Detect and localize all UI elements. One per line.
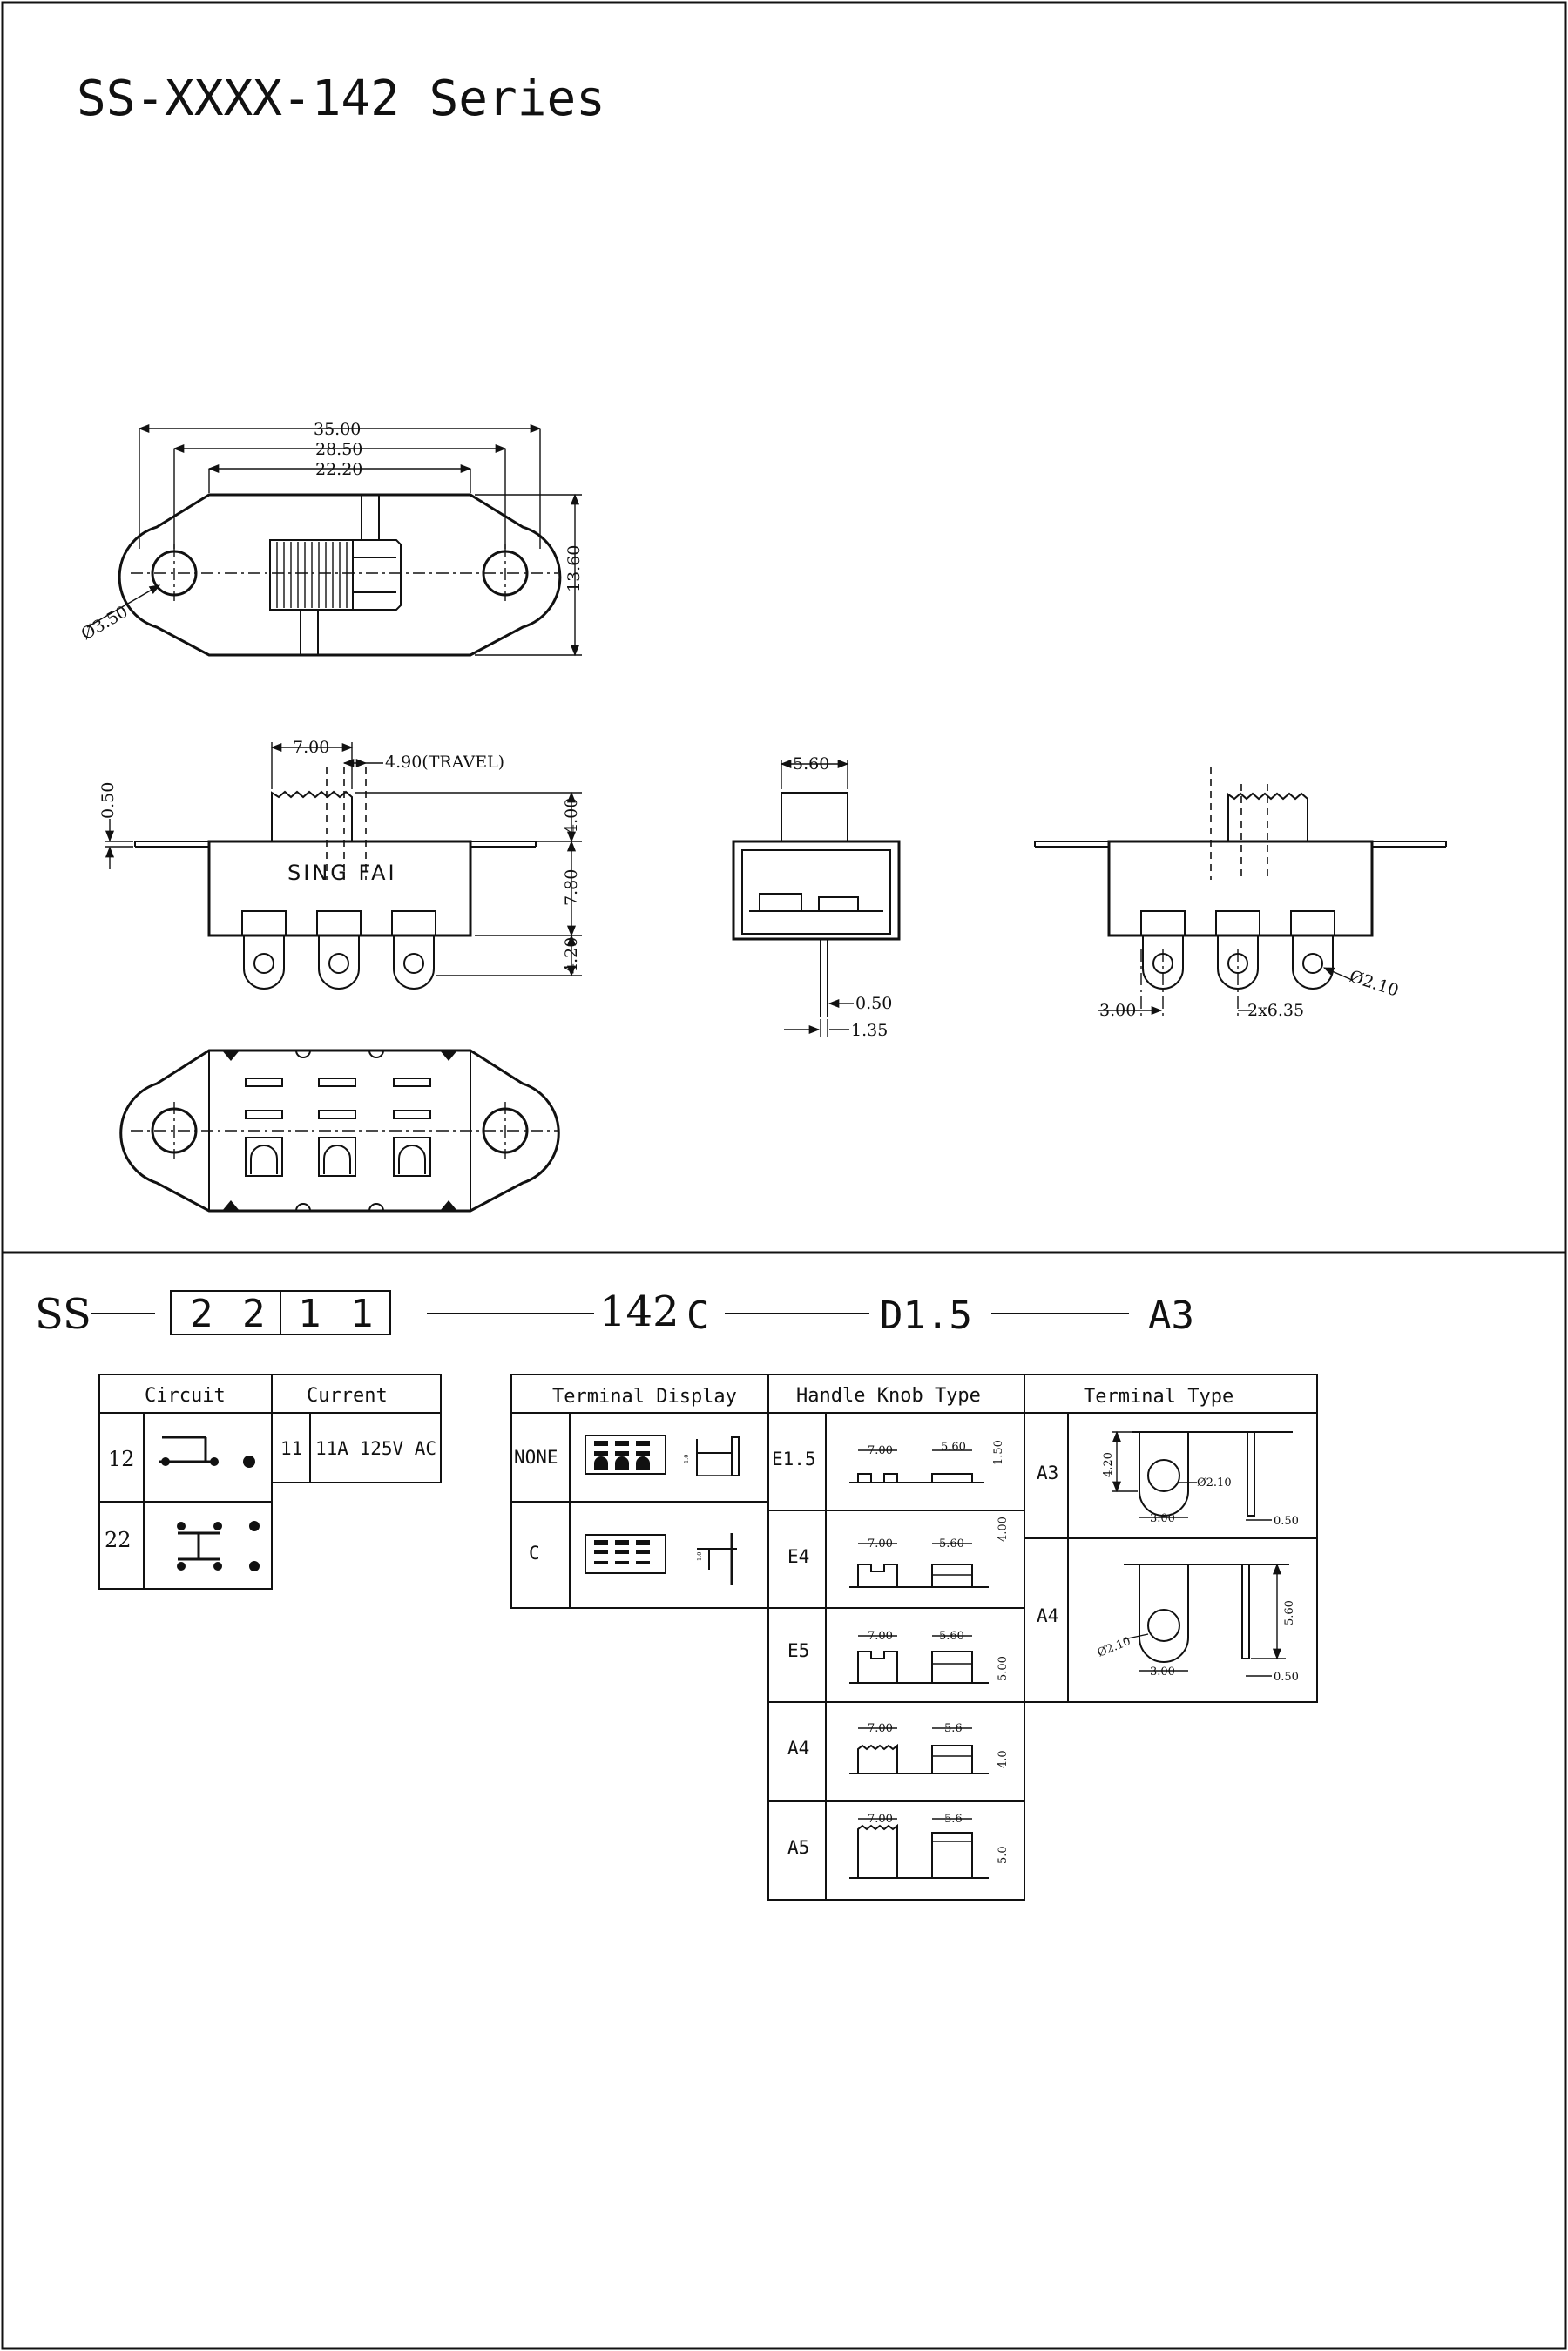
terminal-a3-drawing: 4.20 Ø2.10 3.00 0.50 [1102, 1430, 1299, 1528]
current-code-11: 11 [280, 1438, 302, 1459]
knob-e1-5-w2: 5.60 [941, 1441, 966, 1454]
terminal-a4-dim-w: 3.00 [1150, 1665, 1175, 1679]
dim-22-2: 22.20 [315, 460, 362, 479]
knob-a5-h: 5.0 [997, 1846, 1010, 1864]
terminal-type-a3: A3 [1037, 1463, 1058, 1483]
code-series: 142 [599, 1287, 679, 1336]
current-rating: 11A 125V AC [315, 1438, 436, 1459]
dim-28-5: 28.50 [315, 440, 362, 459]
knob-code-e5: E5 [787, 1640, 809, 1661]
dim-3: 3.00 [1099, 1001, 1136, 1020]
code-prefix: SS [35, 1290, 91, 1339]
code-terminal: C [686, 1294, 710, 1338]
dim-hole-2-1: Ø2.10 [1347, 967, 1401, 1001]
knob-a4-h: 4.0 [997, 1750, 1010, 1768]
knob-e4-w: 7.00 [868, 1537, 893, 1550]
terminal-display-none: NONE [514, 1447, 558, 1468]
circuit-code-12: 12 [108, 1447, 135, 1471]
code-box-3: 1 [298, 1292, 321, 1336]
knob-a4-w2: 5.6 [944, 1722, 963, 1735]
dim-1-35: 1.35 [851, 1021, 888, 1040]
dim-4-2: 4.20 [562, 937, 581, 974]
code-box-1: 2 [190, 1292, 213, 1336]
knob-e1-5-h: 1.50 [992, 1440, 1005, 1465]
terminal-display-c-dim: 1.0 [696, 1552, 703, 1561]
terminal-a4-dim-h: 5.60 [1283, 1600, 1296, 1625]
dim-0-5-side: 0.50 [855, 994, 892, 1013]
knob-code-a5: A5 [787, 1837, 809, 1858]
page-title: SS-XXXX-142 Series [77, 71, 605, 127]
dim-0-5: 0.50 [98, 782, 118, 819]
dim-hole-3-5: Ø3.50 [78, 602, 132, 644]
dim-7: 7.00 [293, 738, 329, 757]
code-term-type: A3 [1148, 1294, 1194, 1338]
brand-label: SING FAI [287, 861, 397, 885]
side-view: 5.60 0.50 1.35 [732, 754, 901, 1040]
terminal-type-table: Terminal Type A3 A4 4.20 Ø2.10 3.00 0.50 [1024, 1374, 1318, 1703]
terminal-type-a4: A4 [1037, 1605, 1058, 1626]
top-view: 35.00 28.50 22.20 13.60 Ø3.50 [78, 420, 584, 657]
back-view: Ø2.10 3.00 2x6.35 [1034, 767, 1447, 1020]
dim-7-8: 7.80 [562, 869, 581, 906]
knob-a5-w2: 5.6 [944, 1813, 963, 1826]
dim-travel: 4.90(TRAVEL) [385, 753, 504, 772]
dim-2x6-35: 2x6.35 [1247, 1001, 1304, 1020]
terminal-display-c: C [529, 1543, 540, 1564]
circuit-code-22: 22 [105, 1528, 132, 1552]
terminal-display-table: Terminal Display NONE C 1.0 [510, 1374, 769, 1609]
terminal-a3-dim-h: 4.20 [1102, 1452, 1115, 1477]
header-knob-type: Handle Knob Type [796, 1385, 981, 1407]
code-knob: D1.5 [880, 1294, 972, 1338]
knob-a4-drawing: 7.00 5.6 4.0 [849, 1722, 1010, 1774]
terminal-a4-dim-hole: Ø2.10 [1096, 1635, 1132, 1660]
circuit-12-symbol [159, 1436, 255, 1468]
knob-e4-w2: 5.60 [939, 1537, 964, 1550]
bottom-view [119, 1049, 560, 1213]
dim-5-6: 5.60 [793, 754, 829, 774]
terminal-display-c-icon: 1.0 [585, 1533, 737, 1585]
header-circuit: Circuit [145, 1385, 226, 1407]
knob-code-a4: A4 [787, 1738, 809, 1759]
knob-e5-drawing: 7.00 5.60 5.00 [849, 1630, 1010, 1684]
terminal-a3-dim-t: 0.50 [1274, 1515, 1299, 1528]
code-box-4: 1 [350, 1292, 374, 1336]
terminal-a4-dim-t: 0.50 [1274, 1671, 1299, 1684]
terminal-a3-dim-hole: Ø2.10 [1197, 1476, 1232, 1490]
knob-e1-5-w: 7.00 [868, 1444, 893, 1457]
terminal-display-none-icon: 1.0 [585, 1435, 740, 1476]
knob-e5-w: 7.00 [868, 1630, 893, 1643]
circuit-table: Circuit Current 12 11 11A 125V AC 22 [98, 1374, 442, 1590]
circuit-22-symbol [177, 1521, 260, 1571]
knob-a4-w: 7.00 [868, 1722, 893, 1735]
knob-e5-h: 5.00 [997, 1656, 1010, 1681]
terminal-a4-drawing: 5.60 Ø2.10 3.00 0.50 [1096, 1563, 1299, 1684]
knob-e4-h: 4.00 [997, 1517, 1010, 1542]
knob-a5-drawing: 7.00 5.6 5.0 [849, 1813, 1010, 1879]
dim-13-6: 13.60 [564, 545, 584, 592]
dim-4: 4.00 [562, 798, 581, 834]
part-code: SS 2 2 1 1 142 C D1.5 A3 [35, 1287, 1194, 1339]
knob-a5-w: 7.00 [868, 1813, 893, 1826]
terminal-a3-dim-w: 3.00 [1150, 1512, 1175, 1525]
header-current: Current [307, 1385, 388, 1407]
knob-e5-w2: 5.60 [939, 1630, 964, 1643]
code-box-2: 2 [242, 1292, 266, 1336]
knob-e1-5-drawing: 7.00 5.60 1.50 [849, 1440, 1005, 1483]
knob-code-e1-5: E1.5 [772, 1449, 816, 1469]
dim-35: 35.00 [314, 420, 361, 439]
knob-type-table: Handle Knob Type E1.5 E4 E5 A4 A5 7.00 5… [767, 1374, 1025, 1901]
header-terminal-display: Terminal Display [552, 1386, 737, 1408]
knob-code-e4: E4 [787, 1546, 809, 1567]
terminal-display-none-dim: 1.0 [683, 1455, 690, 1463]
knob-e4-drawing: 7.00 5.60 4.00 [849, 1517, 1010, 1588]
header-terminal-type: Terminal Type [1084, 1386, 1233, 1408]
front-view: SING FAI 7.00 4.90(TRAVEL) 0.50 4.00 7.8… [98, 738, 582, 990]
